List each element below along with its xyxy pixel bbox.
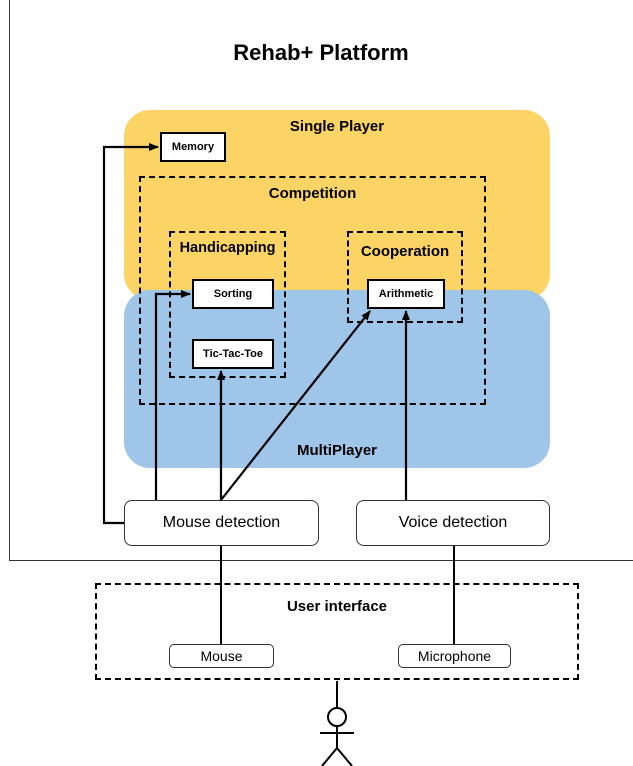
mouse-to-memory-arrow (102, 143, 159, 525)
user-interface-label: User interface (95, 598, 579, 615)
user-interface-group (95, 583, 579, 680)
platform-title: Rehab+ Platform (233, 40, 409, 65)
voice-detection-box: Voice detection (356, 500, 550, 546)
handicapping-group (169, 231, 286, 378)
user-interface-label-bold: interface (324, 598, 388, 615)
stick-figure-icon (320, 681, 354, 766)
cooperation-label: Cooperation (360, 243, 450, 260)
sorting-game-box: Sorting (192, 279, 274, 309)
mouse-to-sorting-arrow (154, 290, 191, 500)
competition-group (139, 176, 486, 405)
handicapping-label: Handicapping (179, 240, 276, 256)
multi-player-zone (124, 290, 550, 468)
user-interface-label-prefix: User (286, 598, 325, 615)
arithmetic-game-box: Arithmetic (367, 279, 445, 309)
mouse-to-arithmetic-arrow (220, 310, 371, 501)
multi-player-label: MultiPlayer (296, 442, 378, 459)
tictactoe-game-box: Tic-Tac-Toe (192, 339, 274, 369)
single-player-label: Single Player (289, 118, 385, 135)
memory-game-box: Memory (160, 132, 226, 162)
mouse-device-box: Mouse (169, 644, 274, 668)
microphone-device-box: Microphone (398, 644, 511, 668)
platform-frame (9, 0, 633, 561)
mouse-detection-box: Mouse detection (124, 500, 319, 546)
competition-label: Competition (268, 185, 357, 202)
